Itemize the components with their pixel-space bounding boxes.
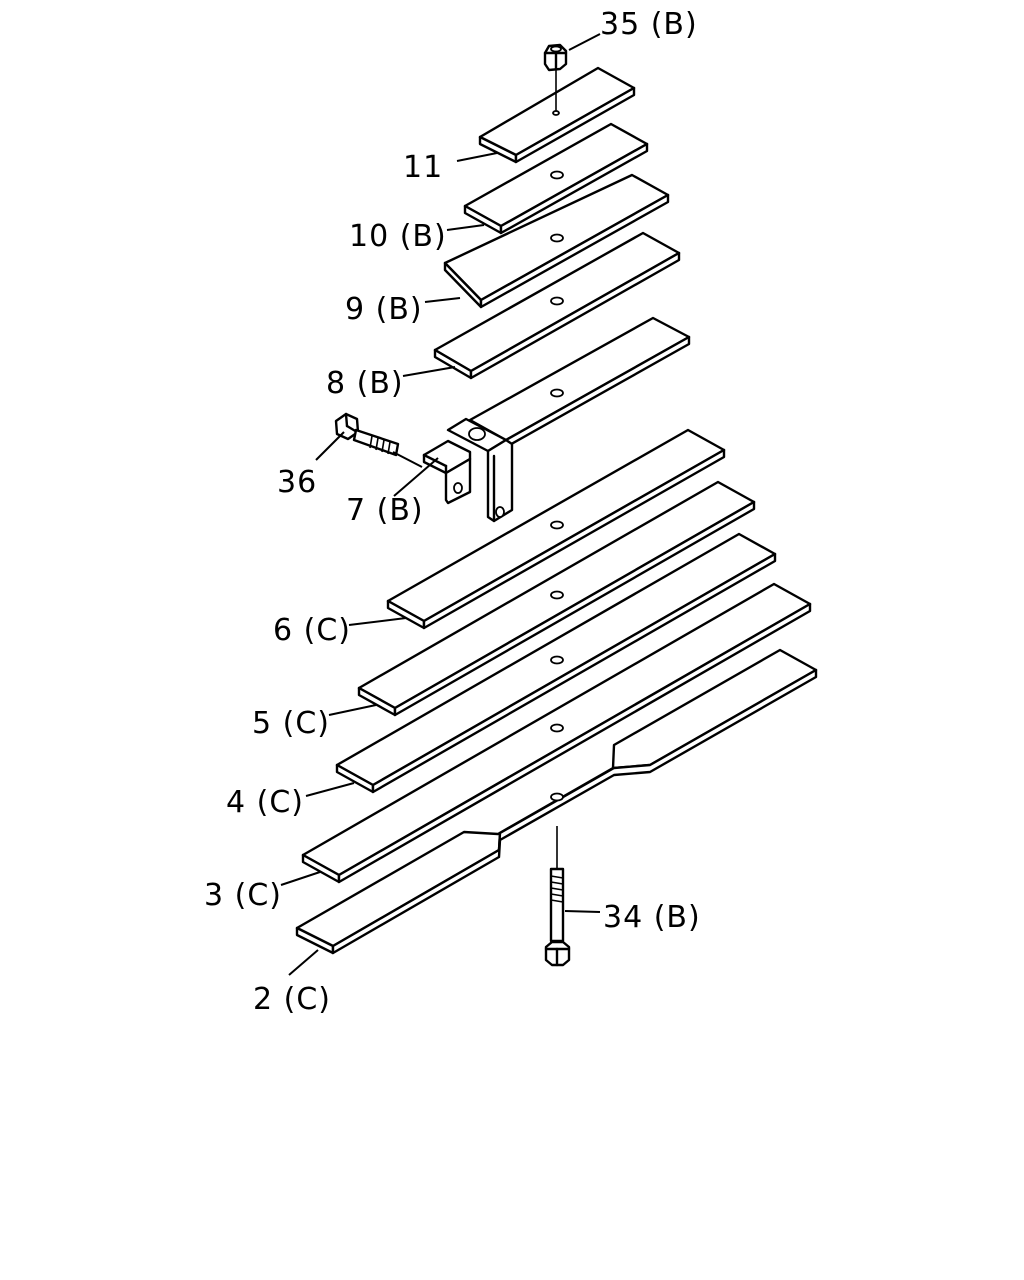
leaf-8 [433, 231, 681, 380]
label-4: 4 (C) [226, 785, 304, 820]
leaf-4 [335, 532, 777, 794]
label-5: 5 (C) [252, 706, 330, 741]
label-34: 34 (B) [603, 900, 701, 935]
nut-35 [543, 43, 568, 72]
leaf-7-with-bracket [422, 316, 691, 523]
label-36: 36 [277, 465, 317, 500]
label-7: 7 (B) [346, 493, 424, 528]
bolt-36 [334, 412, 400, 457]
label-11: 11 [403, 150, 443, 185]
leaf-10 [463, 122, 649, 235]
label-6: 6 (C) [273, 613, 351, 648]
label-35: 35 (B) [600, 7, 698, 42]
leaf-6 [386, 428, 726, 630]
leaf-5 [357, 480, 756, 717]
label-9: 9 (B) [345, 292, 423, 327]
leader-lines [280, 33, 601, 976]
label-8: 8 (B) [326, 366, 404, 401]
assembly-centerlines [552, 70, 560, 869]
label-10: 10 (B) [349, 219, 447, 254]
leaf-2 [295, 648, 818, 955]
label-3: 3 (C) [204, 878, 282, 913]
bolt-34 [544, 867, 571, 967]
label-2: 2 (C) [253, 982, 331, 1017]
callout-labels: 35 (B) 11 10 (B) 9 (B) 8 (B) 36 7 (B) 6 … [204, 7, 701, 1017]
leaf-3 [301, 582, 812, 884]
leaf-9 [443, 173, 670, 309]
